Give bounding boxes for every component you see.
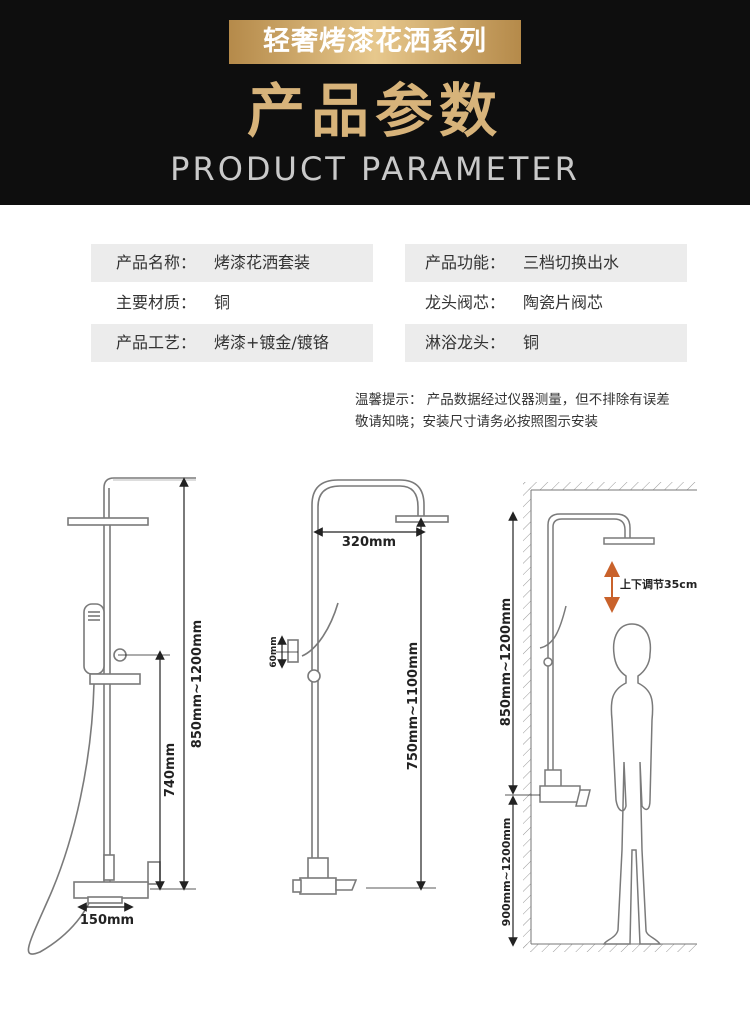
param-label: 产品工艺： — [116, 333, 197, 352]
param-value: 铜 — [523, 333, 540, 352]
dim-label: 850mm~1200mm — [190, 620, 205, 748]
param-row: 淋浴龙头： 铜 — [405, 324, 687, 362]
param-row: 龙头阀芯： 陶瓷片阀芯 — [405, 284, 687, 322]
header-banner: 轻奢烤漆花洒系列 产品参数 PRODUCT PARAMETER — [0, 0, 750, 205]
param-value: 铜 — [214, 293, 231, 312]
diagram-installation-view — [523, 482, 697, 952]
param-label: 龙头阀芯： — [425, 293, 506, 312]
param-label: 淋浴龙头： — [425, 333, 506, 352]
diagram-front-dimensions — [77, 477, 196, 912]
param-value: 烤漆+镀金/镀铬 — [214, 333, 329, 352]
param-label: 产品功能： — [425, 253, 506, 272]
page-title: 产品参数 — [246, 77, 503, 145]
param-row: 产品工艺： 烤漆+镀金/镀铬 — [91, 324, 373, 362]
adjust-note: 上下调节35cm — [620, 577, 697, 591]
dim-label: 850mm~1200mm — [499, 598, 514, 726]
param-value: 陶瓷片阀芯 — [523, 293, 604, 312]
param-value: 三档切换出水 — [523, 253, 620, 272]
param-row: 主要材质： 铜 — [91, 284, 373, 322]
dim-label: 740mm — [163, 743, 178, 797]
notice-line-2: 敬请知晓；安装尺寸请务必按照图示安装 — [355, 414, 598, 430]
param-label: 产品名称： — [116, 253, 197, 272]
diagram-installation-dimensions — [505, 511, 540, 947]
dim-label: 750mm~1100mm — [406, 642, 421, 770]
series-badge: 轻奢烤漆花洒系列 — [229, 20, 521, 64]
notice-line-1: 温馨提示： 产品数据经过仪器测量，但不排除有误差 — [355, 392, 670, 408]
diagram-front-view — [27, 477, 196, 955]
param-label: 主要材质： — [116, 293, 197, 312]
dim-label: 150mm — [80, 913, 134, 928]
param-row: 产品功能： 三档切换出水 — [405, 244, 687, 282]
dim-label: 900mm~1200mm — [500, 818, 513, 927]
param-value: 烤漆花洒套装 — [214, 253, 311, 272]
diagram-side-view — [287, 479, 449, 895]
dim-label: 320mm — [342, 535, 396, 550]
dim-label: 60mm — [269, 636, 279, 667]
param-row: 产品名称： 烤漆花洒套装 — [91, 244, 373, 282]
page-subtitle: PRODUCT PARAMETER — [170, 150, 580, 188]
diagram-side-dimensions — [276, 517, 436, 891]
